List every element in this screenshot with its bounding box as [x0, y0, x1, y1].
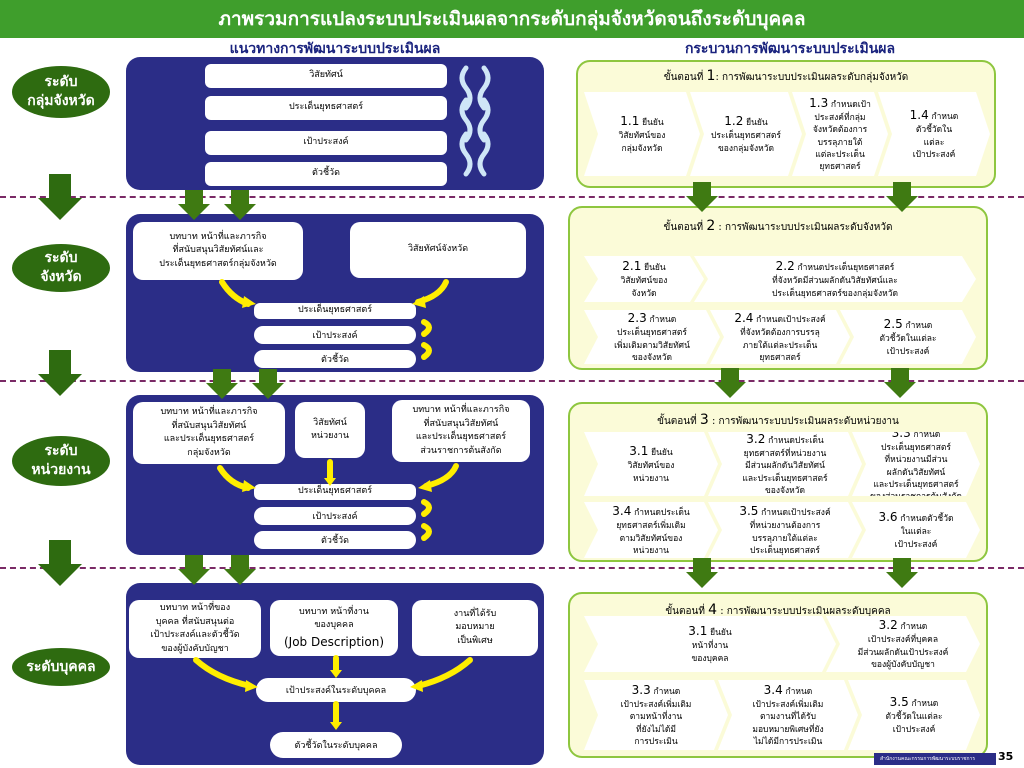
unit-role-cluster-box: บทบาท หน้าที่และภารกิจ ที่สนับสนุนวิสัยท…	[133, 402, 285, 464]
level-divider	[0, 380, 1024, 382]
step-4-2: 3.2 กำหนด เป้าประสงค์ที่บุคคล มีส่วนผลัก…	[826, 616, 980, 672]
province-vision-box: วิสัยทัศน์จังหวัด	[350, 222, 526, 278]
step-down-arrow	[686, 182, 718, 212]
step-down-arrow	[714, 368, 746, 398]
step-down-arrow	[886, 558, 918, 588]
panel-down-arrow	[224, 555, 256, 585]
panel-down-arrow	[206, 369, 238, 399]
step-3-4: 3.4 กำหนดประเด็น ยุทธศาสตร์เพิ่มเติม ตาม…	[584, 502, 718, 558]
province-strategy-box: ประเด็นยุทธศาสตร์	[254, 303, 416, 319]
step-4-heading: ขั้นตอนที่ 4 : การพัฒนาระบบประเมินผลระดั…	[665, 602, 891, 618]
level-down-arrow	[38, 540, 82, 586]
level-badge-cluster: ระดับ กลุ่มจังหวัด	[12, 66, 110, 118]
step-2-4: 2.4 กำหนดเป้าประสงค์ ที่จังหวัดต้องการบร…	[710, 310, 850, 364]
step-2-3: 2.3 กำหนด ประเด็นยุทธศาสตร์ เพิ่มเติมตาม…	[584, 310, 720, 364]
step-4-4: 3.4 กำหนด เป้าประสงค์เพิ่มเติม ตามงานที่…	[718, 680, 858, 750]
level-divider	[0, 196, 1024, 198]
panel-down-arrow	[178, 555, 210, 585]
step-1-4: 1.4 กำหนด ตัวชี้วัดใน แต่ละ เป้าประสงค์	[878, 92, 990, 176]
step-4-5: 3.5 กำหนด ตัวชี้วัดในแต่ละ เป้าประสงค์	[848, 680, 980, 750]
step-3-5: 3.5 กำหนดเป้าประสงค์ ที่หน่วยงานต้องการ …	[708, 502, 862, 558]
level-divider	[0, 567, 1024, 569]
special-assignment-box: งานที่ได้รับ มอบหมาย เป็นพิเศษ	[412, 600, 538, 656]
province-goal-pill: เป้าประสงค์	[254, 326, 416, 344]
step-2-1: 2.1 ยืนยัน วิสัยทัศน์ของ จังหวัด	[584, 256, 704, 302]
unit-vision-box: วิสัยทัศน์ หน่วยงาน	[295, 402, 365, 458]
job-description-box: บทบาท หน้าที่งาน ของบุคคล (Job Descripti…	[270, 600, 398, 656]
level-badge-unit: ระดับ หน่วยงาน	[12, 436, 110, 486]
step-2-heading: ขั้นตอนที่ 2 : การพัฒนาระบบประเมินผลระดั…	[663, 218, 893, 234]
cluster-strategy-box: ประเด็นยุทธศาสตร์	[205, 96, 447, 120]
step-2-2: 2.2 กำหนดประเด็นยุทธศาสตร์ ที่จังหวัดมีส…	[694, 256, 976, 302]
step-1-1: 1.1 ยืนยัน วิสัยทัศน์ของ กลุ่มจังหวัด	[584, 92, 700, 176]
individual-indicator-pill: ตัวชี้วัดในระดับบุคคล	[270, 732, 402, 758]
level-down-arrow	[38, 174, 82, 220]
panel-down-arrow	[252, 369, 284, 399]
step-4-3: 3.3 กำหนด เป้าประสงค์เพิ่มเติม ตามหน้าที…	[584, 680, 728, 750]
page-number: 35	[998, 750, 1014, 763]
step-1-2: 1.2 ยืนยัน ประเด็นยุทธศาสตร์ ของกลุ่มจัง…	[690, 92, 802, 176]
panel-down-arrow	[224, 190, 256, 220]
unit-indicator-pill: ตัวชี้วัด	[254, 531, 416, 549]
level-badge-individual: ระดับบุคคล	[12, 648, 110, 686]
footer-org-bar: สำนักงานคณะกรรมการพัฒนาระบบราชการ	[874, 753, 996, 765]
slide-title: ภาพรวมการแปลงระบบประเมินผลจากระดับกลุ่มจ…	[0, 0, 1024, 38]
level-down-arrow	[38, 350, 82, 396]
cluster-vision-box: วิสัยทัศน์	[205, 64, 447, 88]
step-3-6: 3.6 กำหนดตัวชี้วัด ในแต่ละ เป้าประสงค์	[852, 502, 980, 558]
flow-arrows-individual	[193, 655, 473, 727]
level-badge-province: ระดับ จังหวัด	[12, 244, 110, 292]
left-column-header: แนวทางการพัฒนาระบบประเมินผล	[229, 41, 441, 57]
individual-role-box: บทบาท หน้าที่ของ บุคคล ที่สนับสนุนต่อ เป…	[129, 600, 261, 658]
cluster-indicator-box: ตัวชี้วัด	[205, 162, 447, 186]
step-down-arrow	[886, 182, 918, 212]
unit-strategy-box: ประเด็นยุทธศาสตร์	[254, 484, 416, 500]
feedback-arrows	[459, 65, 491, 177]
step-4-1: 3.1 ยืนยัน หน้าที่งาน ของบุคคล	[584, 616, 836, 672]
job-description-label: บทบาท หน้าที่งาน ของบุคคล	[299, 606, 369, 631]
flow-arrows-province	[219, 279, 449, 360]
step-1-3: 1.3 กำหนดเป้า ประสงค์ที่กลุ่ม จังหวัดต้อ…	[792, 92, 888, 176]
panel-down-arrow	[178, 190, 210, 220]
step-3-2: 3.2 กำหนดประเด็น ยุทธศาสตร์ที่หน่วยงาน ม…	[708, 432, 862, 496]
step-down-arrow	[884, 368, 916, 398]
province-indicator-pill: ตัวชี้วัด	[254, 350, 416, 368]
unit-role-agency-box: บทบาท หน้าที่และภารกิจ ที่สนับสนุนวิสัยท…	[392, 400, 530, 462]
step-3-heading: ขั้นตอนที่ 3 : การพัฒนาระบบประเมินผลระดั…	[657, 412, 899, 428]
right-column-header: กระบวนการพัฒนาระบบประเมินผล	[684, 41, 896, 57]
province-role-box: บทบาท หน้าที่และภารกิจ ที่สนับสนุนวิสัยท…	[133, 222, 303, 280]
step-2-5: 2.5 กำหนด ตัวชี้วัดในแต่ละ เป้าประสงค์	[840, 310, 976, 364]
job-description-english: (Job Description)	[283, 634, 385, 649]
step-down-arrow	[686, 558, 718, 588]
individual-goal-pill: เป้าประสงค์ในระดับบุคคล	[256, 678, 416, 702]
unit-goal-pill: เป้าประสงค์	[254, 507, 416, 525]
cluster-goal-box: เป้าประสงค์	[205, 131, 447, 155]
step-1-heading: ขั้นตอนที่ 1: การพัฒนาระบบประเมินผลระดับ…	[663, 68, 909, 84]
step-3-1: 3.1 ยืนยัน วิสัยทัศน์ของ หน่วยงาน	[584, 432, 718, 496]
flow-arrows-unit	[217, 459, 459, 541]
